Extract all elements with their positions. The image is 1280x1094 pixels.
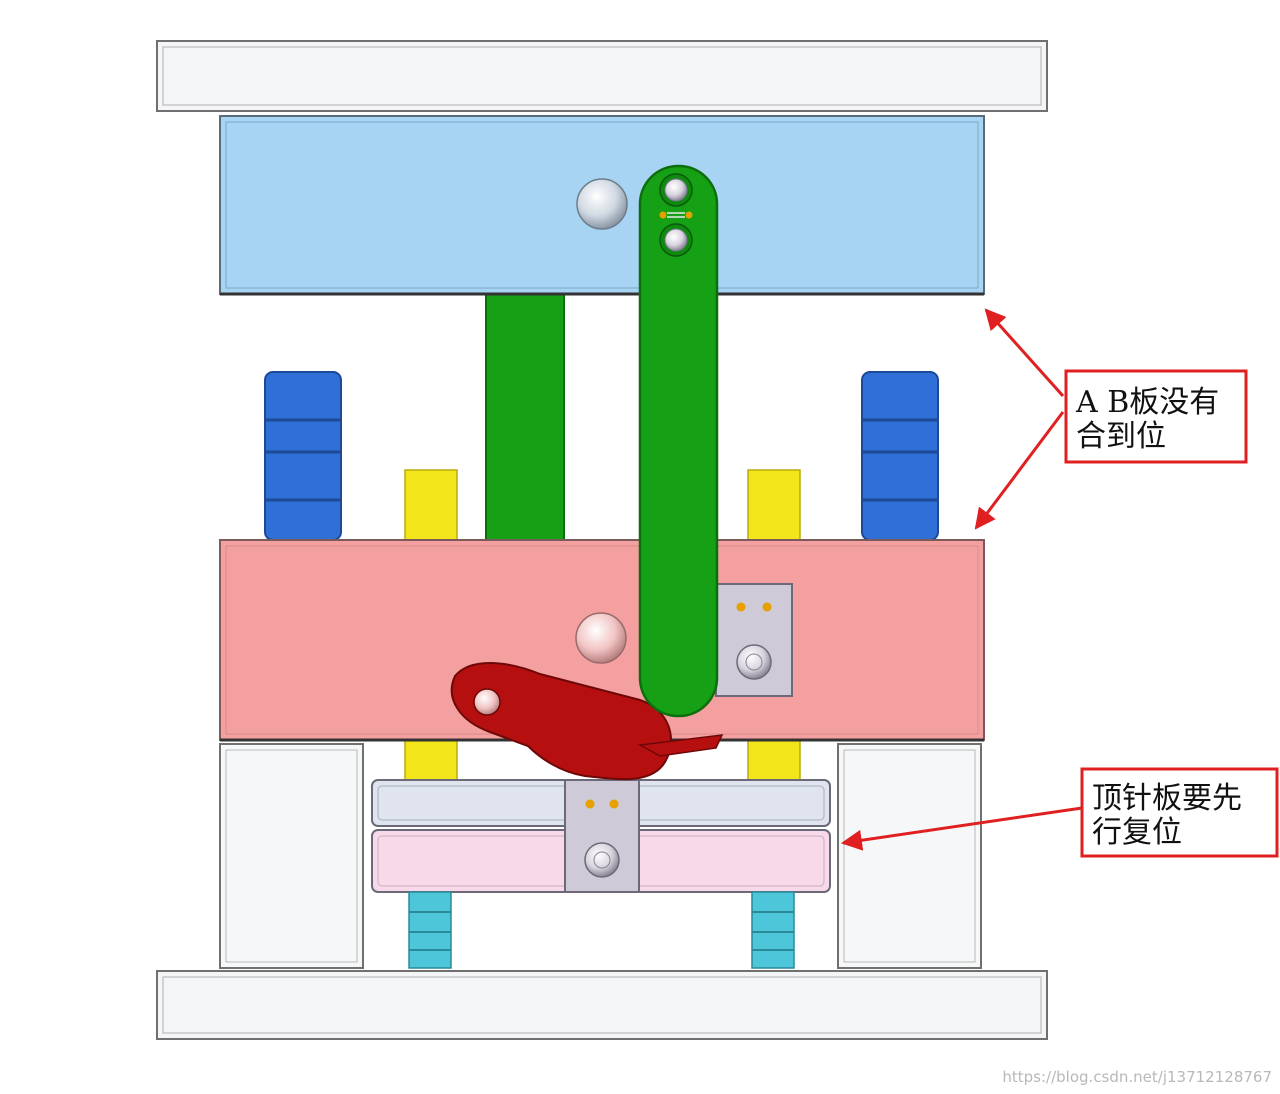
- callout-ejector-plate: 顶针板要先 行复位: [840, 767, 1279, 858]
- watermark: https://blog.csdn.net/j13712128767: [1002, 1068, 1272, 1086]
- swing-lever: [450, 662, 724, 781]
- latch-bar: [638, 164, 719, 718]
- guide-pillar-left: [264, 371, 342, 541]
- bottom-clamp-plate: [156, 970, 1048, 1040]
- callout-ab-line1: A B板没有: [1075, 385, 1219, 420]
- return-pin-left-upper: [404, 469, 458, 543]
- a-plate: [219, 115, 985, 296]
- callout-arrow-lower: [974, 411, 1065, 530]
- latch-block: [715, 583, 793, 697]
- callout-ab-plate: A B板没有 合到位: [974, 308, 1248, 530]
- callout-arrow-upper: [984, 308, 1065, 398]
- return-pin-left-lower: [404, 737, 458, 785]
- return-pin-right-upper: [747, 469, 801, 543]
- callout-ejector-line1: 顶针板要先: [1092, 781, 1242, 816]
- spacer-block-right: [837, 743, 982, 969]
- callout-arrow-ejector: [840, 806, 1083, 851]
- b-plate-bolt: [575, 612, 627, 664]
- spacer-block-left: [219, 743, 364, 969]
- callout-ab-line2: 合到位: [1076, 419, 1166, 454]
- ejector-latch-block: [564, 779, 640, 893]
- support-bar: [485, 289, 565, 543]
- guide-pillar-right: [861, 371, 939, 541]
- top-clamp-plate: [156, 40, 1048, 112]
- stop-pin-left: [408, 891, 452, 969]
- return-pin-right-lower: [747, 737, 801, 785]
- a-plate-bolt: [576, 178, 628, 230]
- callout-ejector-line2: 行复位: [1092, 815, 1182, 850]
- stop-pin-right: [751, 891, 795, 969]
